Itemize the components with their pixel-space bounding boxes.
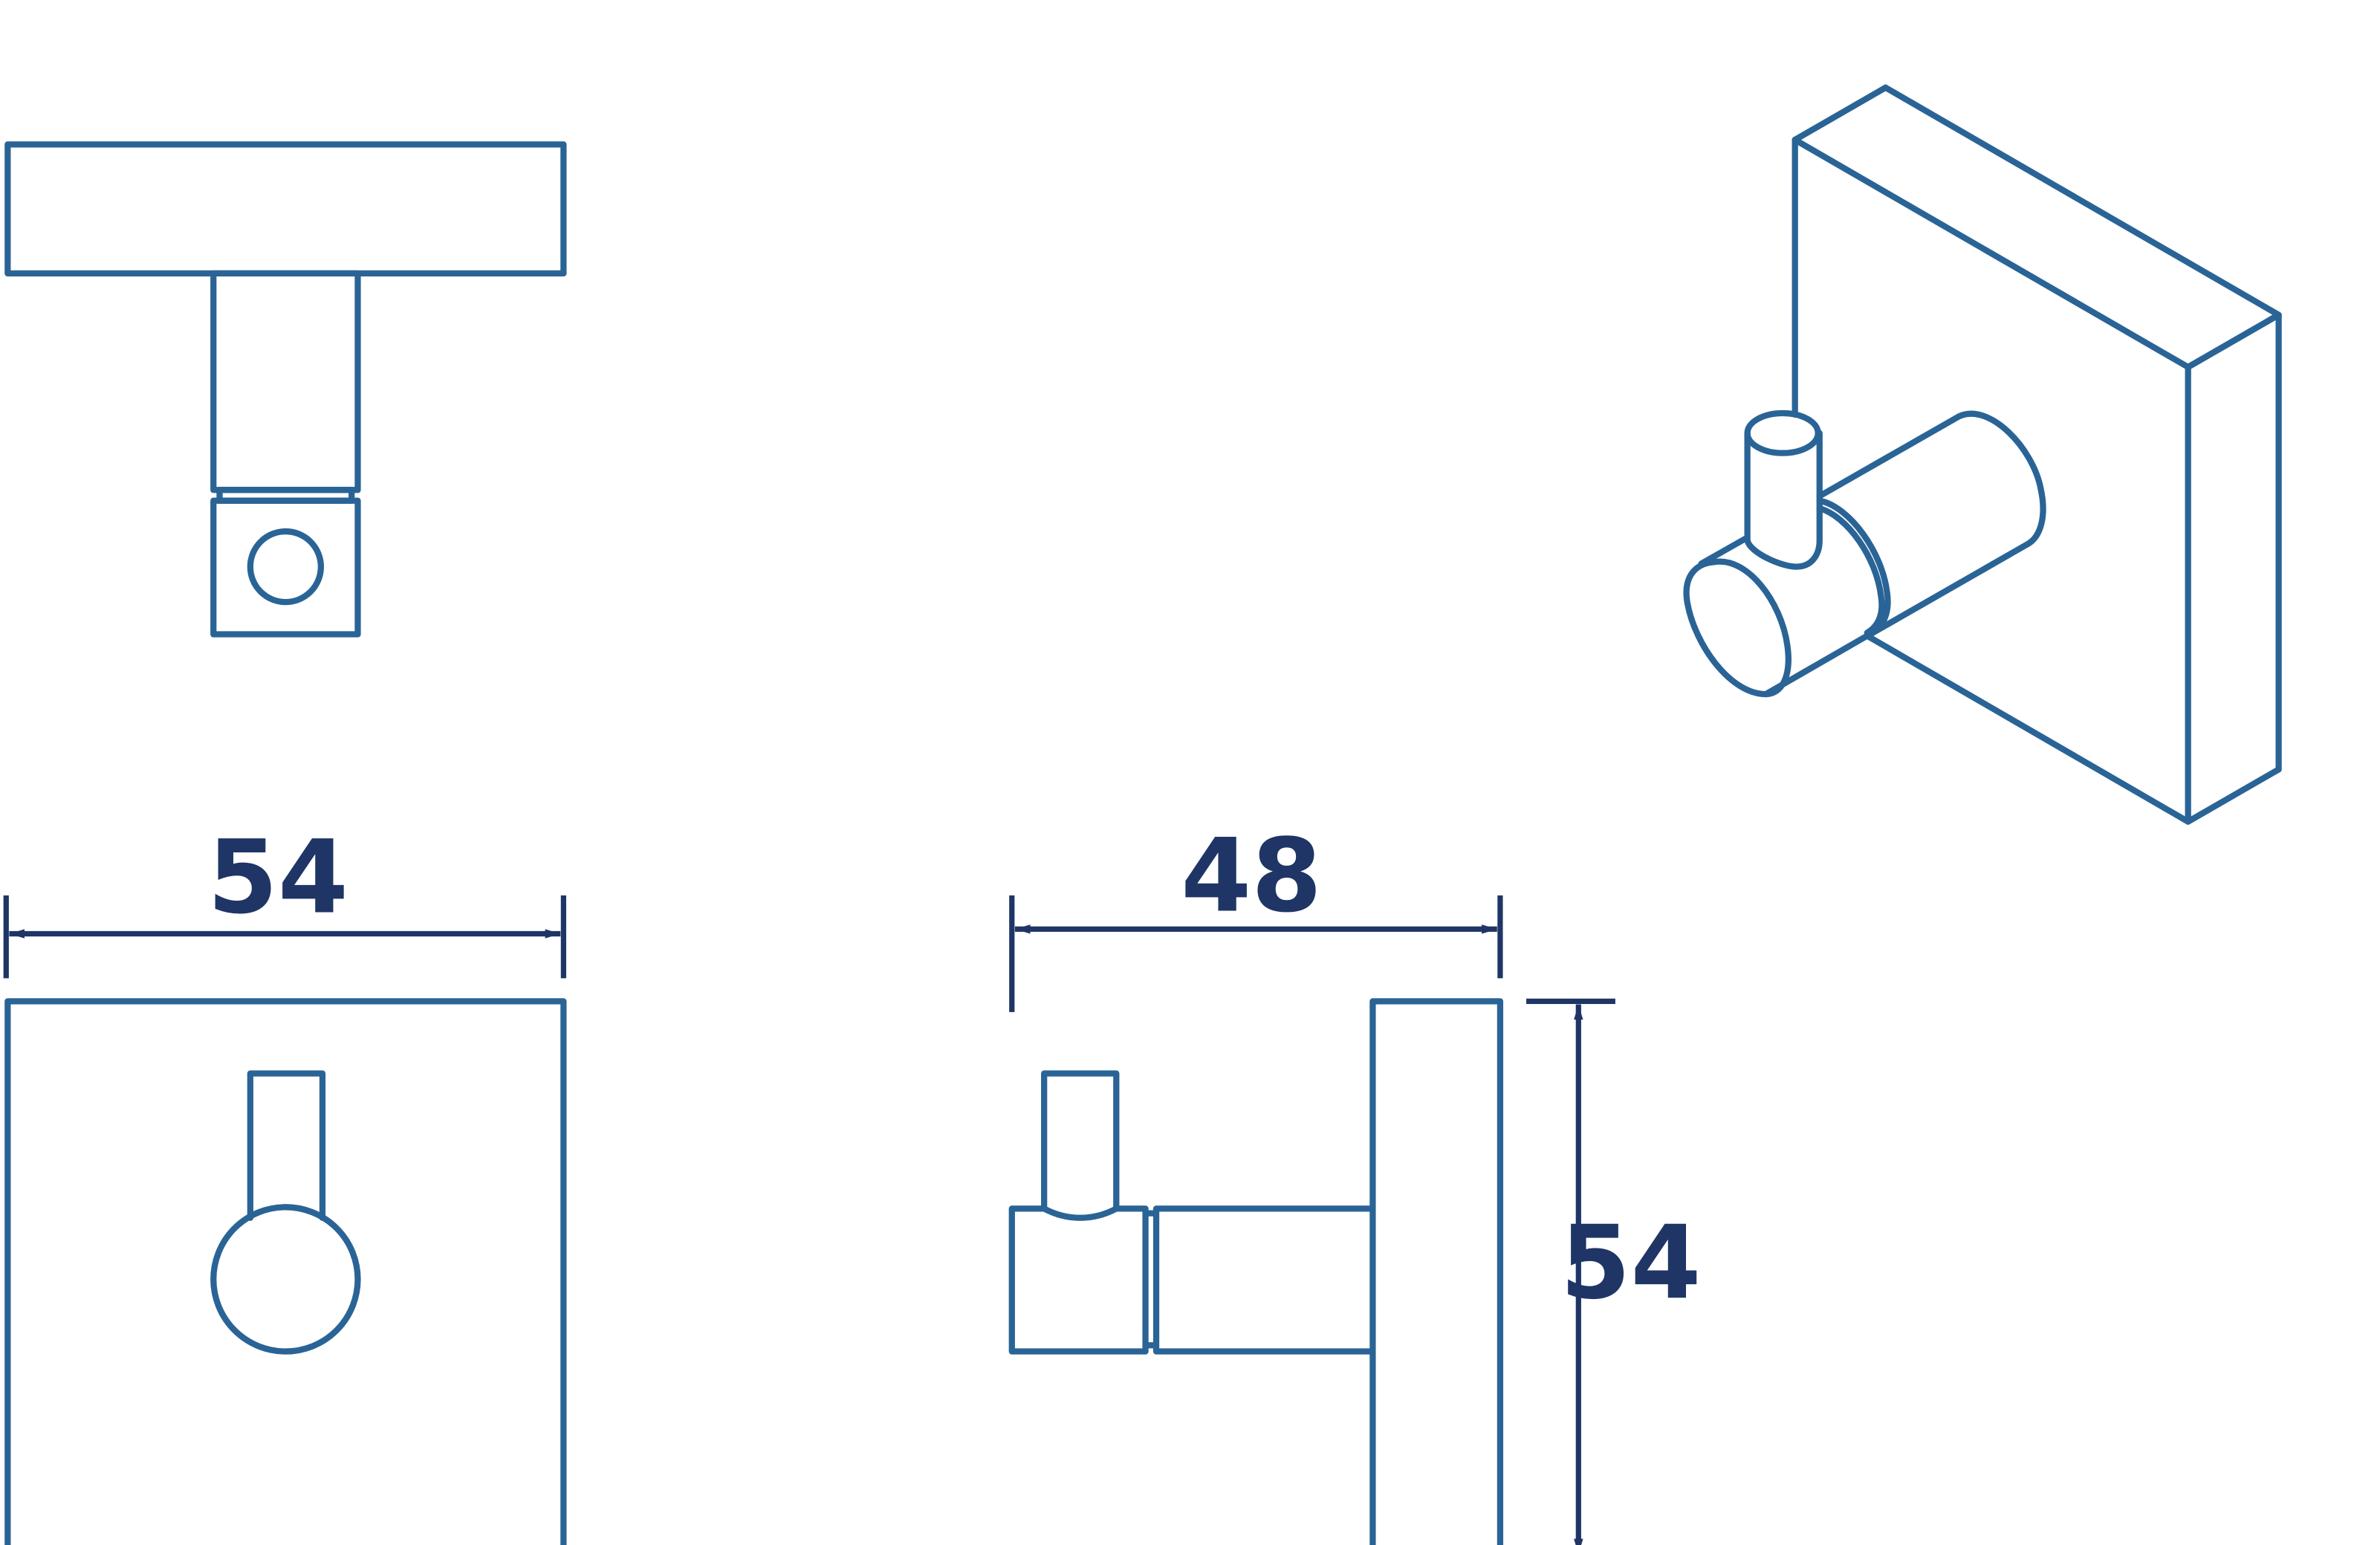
side-view <box>1008 998 1504 1545</box>
front-view-head-circle <box>210 1204 361 1355</box>
dim-side-height-label: 54 <box>1560 1204 1702 1322</box>
iso-plate-side-face <box>2185 311 2282 825</box>
front-view-plate <box>4 998 567 1545</box>
dimension-side-height: 54 <box>1526 998 1702 1545</box>
side-view-arm <box>1152 1205 1376 1355</box>
iso-arm-top-line <box>1816 412 1962 499</box>
top-view-head <box>210 497 361 638</box>
top-view-pin-circle <box>247 528 325 606</box>
dimension-top-width: 54 <box>3 819 567 979</box>
top-view <box>4 141 567 638</box>
dim-side-depth-label: 48 <box>1181 817 1322 935</box>
iso-arm-bottom-line <box>1867 540 2032 638</box>
iso-pin-body <box>1744 430 1823 570</box>
iso-collar-ring-2 <box>1816 505 1885 636</box>
iso-head-front-face <box>1683 558 1792 698</box>
dimension-side-depth: 48 <box>1009 817 1503 1012</box>
iso-pin-top-ellipse <box>1744 409 1821 456</box>
front-view-pin <box>247 1070 326 1221</box>
iso-arm-back-end <box>1956 410 2046 547</box>
top-view-base-plate <box>4 141 567 277</box>
side-view-pin <box>1041 1070 1120 1221</box>
iso-head-top-line <box>1698 534 1751 567</box>
side-view-head <box>1008 1205 1149 1355</box>
iso-plate-front-bottom-edge <box>1864 632 2191 825</box>
front-view <box>4 998 567 1545</box>
isometric-view <box>1683 84 2282 825</box>
iso-collar-ring-1 <box>1816 497 1891 636</box>
top-view-arm <box>210 270 361 493</box>
dim-top-width-label: 54 <box>207 819 348 937</box>
side-view-plate <box>1369 998 1504 1545</box>
iso-plate-top-edge <box>1792 84 2282 371</box>
